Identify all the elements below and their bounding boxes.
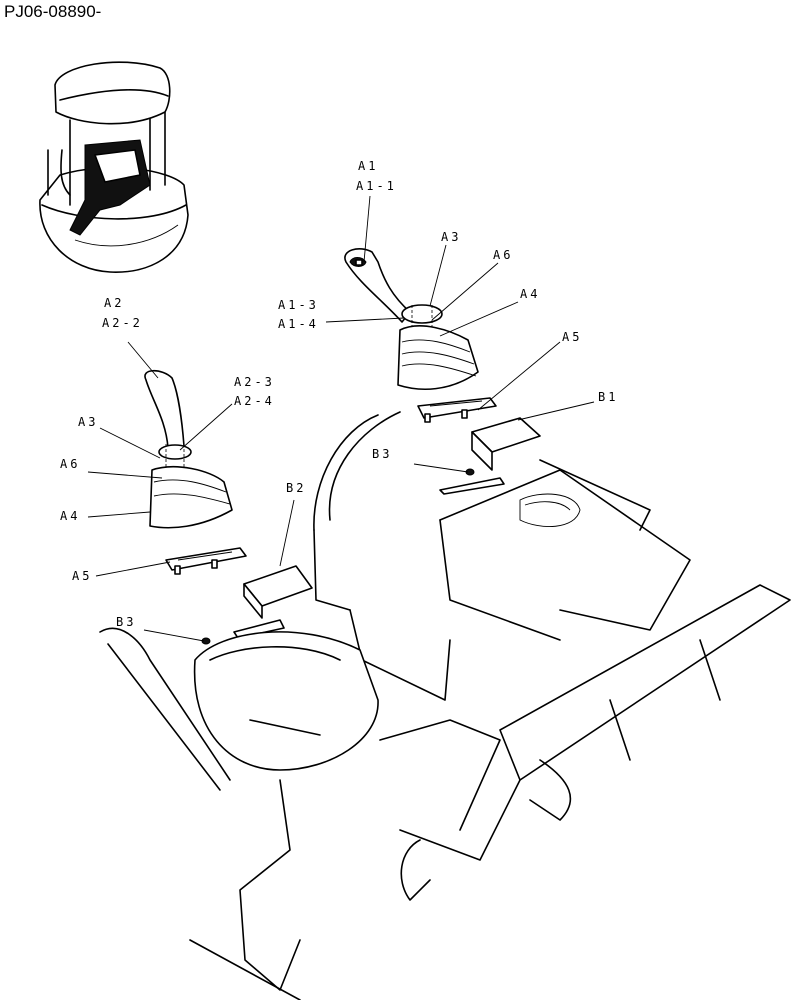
label-a3-right: A3 bbox=[441, 230, 461, 244]
label-a2: A2 bbox=[104, 296, 124, 310]
left-joystick-assembly bbox=[144, 369, 247, 575]
label-a5-right: A5 bbox=[562, 330, 582, 344]
label-b3-left: B3 bbox=[116, 615, 136, 629]
label-a2-4: A2-4 bbox=[234, 394, 275, 408]
label-a1-3: A1-3 bbox=[278, 298, 319, 312]
label-a6-left: A6 bbox=[60, 457, 80, 471]
label-b3-right: B3 bbox=[372, 447, 392, 461]
label-b1: B1 bbox=[598, 390, 618, 404]
label-a2-3: A2-3 bbox=[234, 375, 275, 389]
label-a4-right: A4 bbox=[520, 287, 540, 301]
console-cover-b1 bbox=[439, 417, 541, 495]
leader-lines bbox=[87, 195, 595, 642]
machine-locator-thumbnail bbox=[39, 61, 189, 273]
label-a5-left: A5 bbox=[72, 569, 92, 583]
label-a1: A1 bbox=[358, 159, 378, 173]
label-a4-left: A4 bbox=[60, 509, 80, 523]
figure-id: PJ06-08890- bbox=[4, 2, 102, 21]
label-a6-right: A6 bbox=[493, 248, 513, 262]
callout-labels: A1 A1-1 A3 A6 A4 A1-3 A1-4 A5 B1 B3 A2 A… bbox=[60, 159, 618, 629]
label-a1-1: A1-1 bbox=[356, 179, 397, 193]
label-a1-4: A1-4 bbox=[278, 317, 319, 331]
left-armrest-console bbox=[99, 627, 379, 791]
label-a2-2: A2-2 bbox=[102, 316, 143, 330]
label-b2: B2 bbox=[286, 481, 306, 495]
console-cover-b2 bbox=[233, 565, 313, 639]
seat-console-frame bbox=[189, 411, 791, 1000]
right-joystick-assembly bbox=[344, 248, 497, 423]
label-a3-left: A3 bbox=[78, 415, 98, 429]
